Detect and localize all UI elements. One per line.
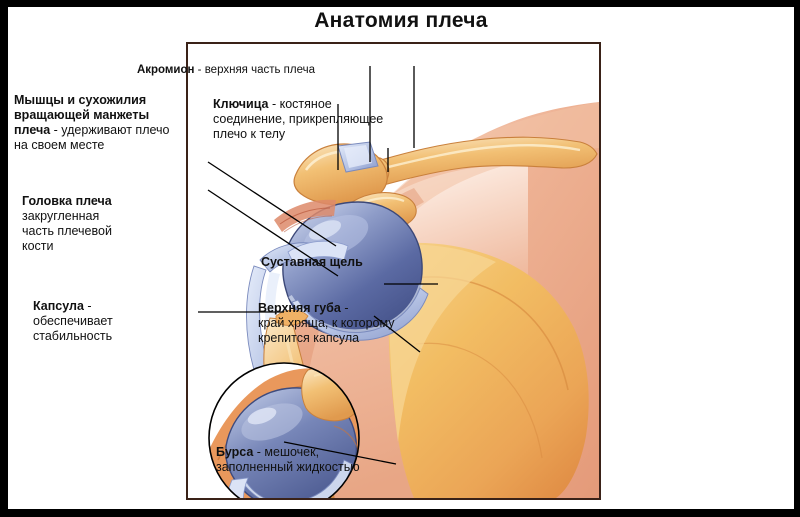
label-bursa-dash: - xyxy=(253,445,265,459)
page-title: Анатомия плеча xyxy=(314,9,488,32)
label-labrum-dash: - xyxy=(340,301,349,315)
labrum xyxy=(291,287,429,341)
label-clavicle-dash: - xyxy=(268,97,280,111)
label-capsule-desc1: обеспечивает xyxy=(33,314,113,328)
leader-lines xyxy=(198,66,438,465)
label-acromion: Акромион - верхняя часть плеча xyxy=(96,64,356,78)
label-capsule-desc2: стабильность xyxy=(33,329,113,343)
leader-labrum xyxy=(373,315,421,353)
label-rotator-cuff-desc2: на своем месте xyxy=(14,138,105,152)
label-clavicle: Ключица - костяное соединение, прикрепля… xyxy=(213,97,423,142)
label-rotator-cuff: Мышцы и сухожилия вращающей манжеты плеч… xyxy=(14,93,199,153)
illustration-frame xyxy=(186,42,601,500)
label-clavicle-desc1: костяное xyxy=(279,97,332,111)
label-labrum-desc1: край хряща, к которому xyxy=(258,316,395,330)
label-humeral-head-title: Головка плеча xyxy=(22,194,112,208)
label-capsule-dash: - xyxy=(83,299,92,313)
label-joint-space: Суставная щель xyxy=(261,255,431,270)
label-acromion-dash: - xyxy=(194,64,205,76)
leader-head-b xyxy=(207,189,339,277)
label-labrum: Верхняя губа - край хряща, к которому кр… xyxy=(258,301,438,346)
label-rotator-cuff-line3: плеча xyxy=(14,123,51,137)
label-acromion-desc: верхняя часть плеча xyxy=(204,64,316,76)
label-clavicle-desc2: соединение, прикрепляющее xyxy=(213,112,384,126)
bursa-inset xyxy=(208,362,360,498)
label-bursa-title: Бурса xyxy=(216,445,254,459)
label-bursa-desc1: мешочек, xyxy=(264,445,320,459)
label-labrum-desc2: крепится капсула xyxy=(258,331,360,345)
white-sheet: Анатомия плеча xyxy=(8,7,794,509)
label-capsule: Капсула - обеспечивает стабильность xyxy=(33,299,183,344)
label-humeral-head-desc3: кости xyxy=(22,239,54,253)
label-clavicle-desc3: плечо к телу xyxy=(213,127,286,141)
label-rotator-cuff-line2: вращающей манжеты xyxy=(14,108,150,122)
label-rotator-cuff-desc1: удерживают плечо xyxy=(61,123,170,137)
label-labrum-title: Верхняя губа xyxy=(258,301,341,315)
label-bursa-desc2: заполненный жидкостью xyxy=(216,460,360,474)
label-joint-space-title: Суставная щель xyxy=(261,255,363,269)
leader-bursa xyxy=(283,441,397,465)
rotator-cuff-muscle xyxy=(274,199,336,233)
shoulder-anatomy-illustration xyxy=(188,44,599,498)
label-humeral-head-desc1: закругленная xyxy=(22,209,100,223)
label-clavicle-title: Ключица xyxy=(213,97,269,111)
label-rotator-cuff-line1: Мышцы и сухожилия xyxy=(14,93,147,107)
leader-humeral-head xyxy=(207,161,337,247)
label-humeral-head-desc2: часть плечевой xyxy=(22,224,112,238)
label-rotator-cuff-dash: - xyxy=(50,123,62,137)
label-capsule-title: Капсула xyxy=(33,299,84,313)
label-bursa: Бурса - мешочек, заполненный жидкостью xyxy=(216,445,416,475)
label-humeral-head: Головка плеча закругленная часть плечево… xyxy=(22,194,187,254)
acromion-bone xyxy=(293,141,388,206)
label-acromion-title: Акромион xyxy=(136,64,195,76)
